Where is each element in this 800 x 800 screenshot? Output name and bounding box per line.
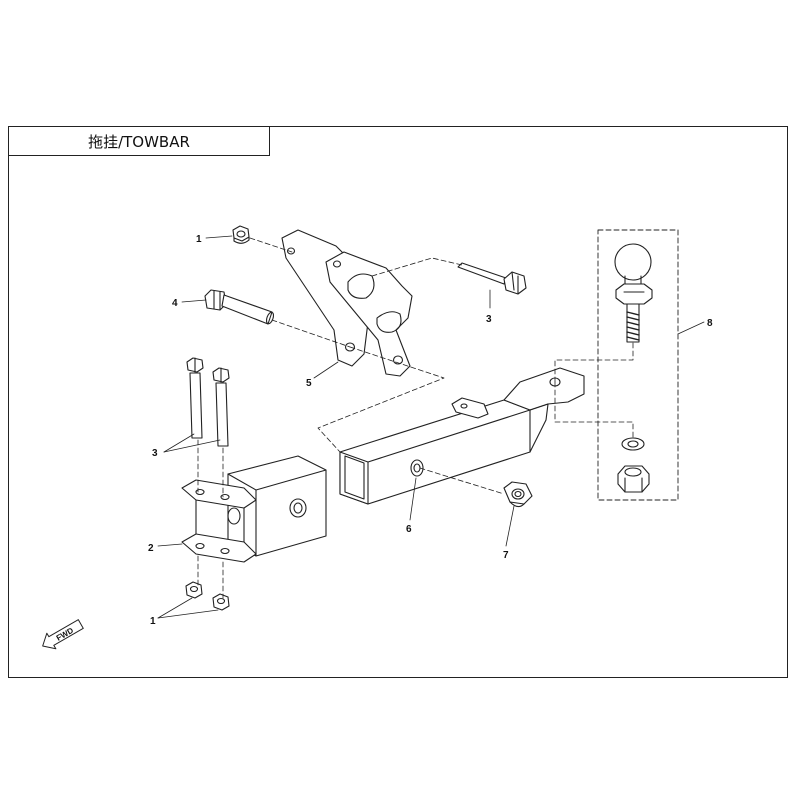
callout-6: 6 (406, 524, 412, 535)
part-5-bracket-pair (281, 229, 413, 377)
part-8-hitch-ball-assembly (597, 229, 679, 501)
diagram-frame (8, 126, 788, 678)
callout-1-bottom: 1 (150, 616, 156, 627)
part-6-draw-bar (339, 367, 585, 505)
part-7-lock-nut (503, 481, 533, 508)
callout-leaders (157, 235, 705, 619)
callout-3-top: 3 (486, 314, 492, 325)
part-4-long-bolt (204, 289, 275, 325)
callout-3-left: 3 (152, 448, 158, 459)
fwd-arrow-icon: FWD (42, 619, 84, 650)
part-2-receiver-bracket (181, 455, 327, 563)
part-3-vertical-bolts (186, 357, 230, 447)
callout-5: 5 (306, 378, 312, 389)
part-1-flange-nut-top (232, 225, 250, 244)
callout-7: 7 (503, 550, 509, 561)
callout-8: 8 (707, 318, 713, 329)
part-3-bolt-top (457, 262, 527, 295)
part-1-flange-nuts-bottom (185, 581, 230, 611)
diagram-title: 拖挂/TOWBAR (8, 126, 270, 156)
assembly-guide-lines (197, 237, 634, 599)
callout-2: 2 (148, 543, 154, 554)
callout-4: 4 (172, 298, 178, 309)
callout-1-top: 1 (196, 234, 202, 245)
